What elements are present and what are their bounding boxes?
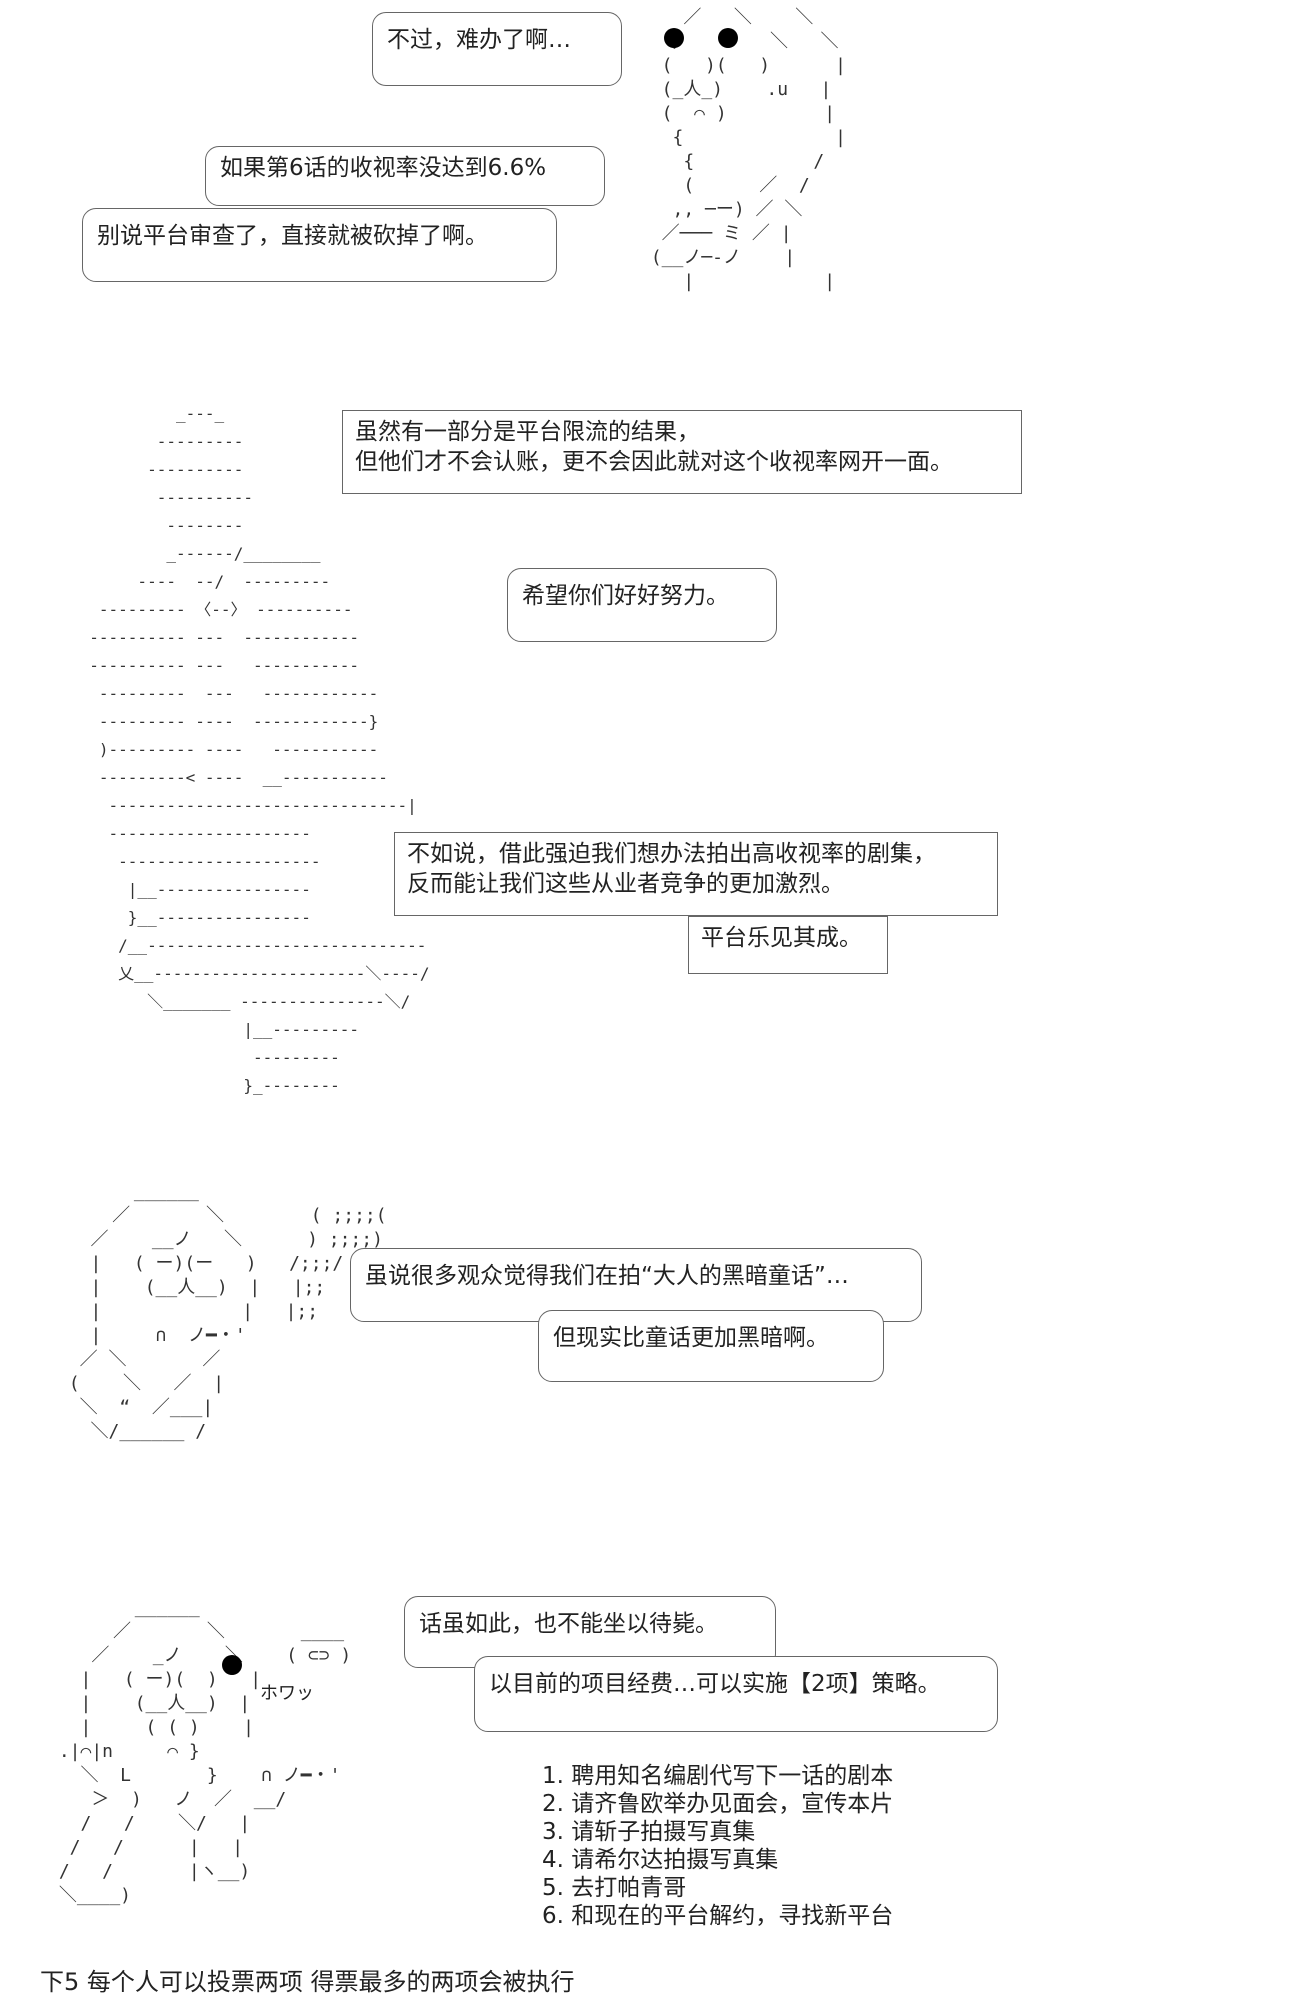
speech-bubble-dark-fairytale: 虽说很多观众觉得我们在拍“大人的黑暗童话”… xyxy=(350,1248,922,1322)
speech-bubble-cancel: 别说平台审查了，直接就被砍掉了啊。 xyxy=(82,208,557,282)
speech-bubble-hope: 希望你们好好努力。 xyxy=(507,568,777,642)
narration-line: 不如说，借此强迫我们想办法拍出高收视率的剧集， xyxy=(407,841,936,867)
sound-effect: ホワッ xyxy=(260,1683,314,1704)
list-item: 6. 和现在的平台解约，寻找新平台 xyxy=(542,1903,894,1929)
list-item: 4. 请希尔达拍摄写真集 xyxy=(542,1847,779,1873)
ascii-character-smoking: ______ ／ ＼ ( ;;;;( ／ __ノ ＼ ) ;;;;) | ( ー… xyxy=(68,1181,387,1442)
eye-icon xyxy=(664,28,684,48)
eye-icon xyxy=(718,28,738,48)
list-item: 5. 去打帕青哥 xyxy=(542,1875,687,1901)
narration-line: 反而能让我们这些从业者竞争的更加激烈。 xyxy=(407,871,844,897)
speech-text: 不过，难办了啊… xyxy=(387,27,571,53)
speech-text: 希望你们好好努力。 xyxy=(522,583,729,609)
speech-bubble-darker-reality: 但现实比童话更加黑暗啊。 xyxy=(538,1310,884,1382)
ascii-character-silhouette: _---_ --------- ---------- ---------- --… xyxy=(89,404,430,1095)
speech-text: 话虽如此，也不能坐以待毙。 xyxy=(419,1611,718,1637)
speech-text: 虽说很多观众觉得我们在拍“大人的黑暗童话”… xyxy=(365,1263,849,1289)
eye-icon xyxy=(222,1655,242,1675)
speech-text: 但现实比童话更加黑暗啊。 xyxy=(553,1325,829,1351)
narration-box-compete: 不如说，借此强迫我们想办法拍出高收视率的剧集， 反而能让我们这些从业者竞争的更加… xyxy=(394,832,998,916)
speech-text: 如果第6话的收视率没达到6.6% xyxy=(220,155,547,181)
ascii-character-resolved: ______ ／ ＼ ____ ／ _ノ ＼ ( ⊂⊃ ) | ( ー)( ) … xyxy=(58,1597,352,1906)
ascii-character-worried: ／ ＼ ＼ / ＼ ＼ ( )( ) | (_人_) .u | ( ⌒ ) | … xyxy=(650,7,846,292)
narration-box-platform-pleased: 平台乐见其成。 xyxy=(688,916,888,974)
speech-text: 别说平台审查了，直接就被砍掉了啊。 xyxy=(97,223,488,249)
narration-line: 虽然有一部分是平台限流的结果， xyxy=(355,419,700,445)
narration-line: 但他们才不会认账，更不会因此就对这个收视率网开一面。 xyxy=(355,449,953,475)
list-item: 3. 请斩子拍摄写真集 xyxy=(542,1819,756,1845)
speech-text: 以目前的项目经费…可以实施【2项】策略。 xyxy=(489,1671,941,1697)
list-item: 1. 聘用知名编剧代写下一话的剧本 xyxy=(542,1763,894,1789)
speech-bubble-strategy: 以目前的项目经费…可以实施【2项】策略。 xyxy=(474,1656,998,1732)
list-item: 2. 请齐鲁欧举办见面会，宣传本片 xyxy=(542,1791,894,1817)
speech-bubble-troubled: 不过，难办了啊… xyxy=(372,12,622,86)
speech-bubble-ratings: 如果第6话的收视率没达到6.6% xyxy=(205,146,605,206)
narration-line: 平台乐见其成。 xyxy=(701,925,862,951)
vote-instructions: 下5 每个人可以投票两项 得票最多的两项会被执行 xyxy=(40,1968,575,1996)
strategy-options-list: 1. 聘用知名编剧代写下一话的剧本 2. 请齐鲁欧举办见面会，宣传本片 3. 请… xyxy=(542,1762,893,1930)
narration-box-platform: 虽然有一部分是平台限流的结果， 但他们才不会认账，更不会因此就对这个收视率网开一… xyxy=(342,410,1022,494)
